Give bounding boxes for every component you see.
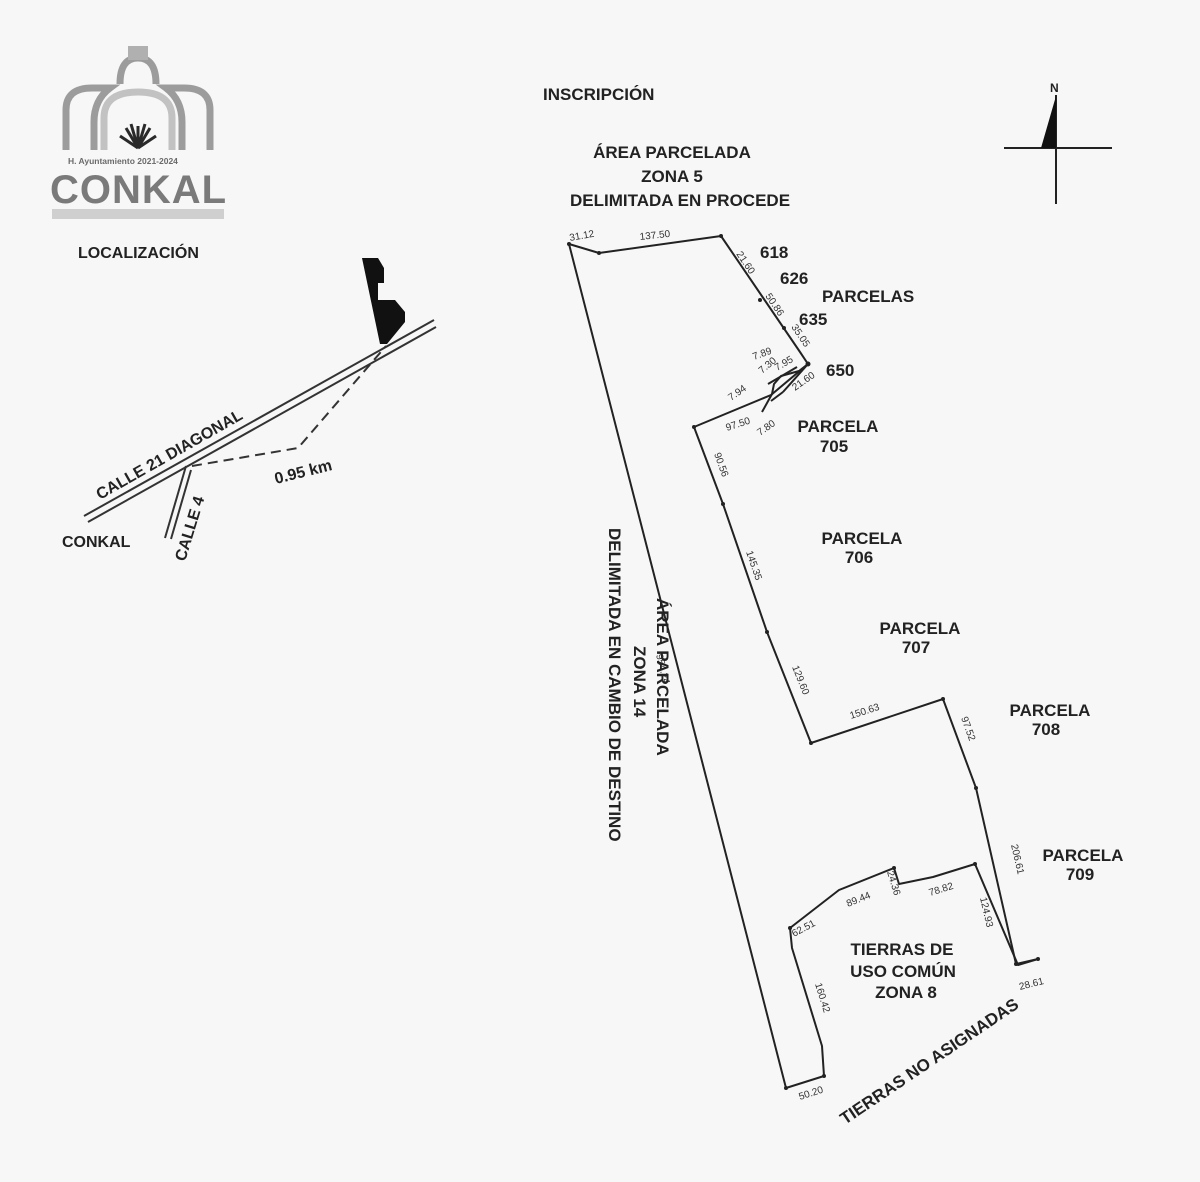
- north-arrow-icon: [1041, 96, 1056, 148]
- dim-150-63: 150.63: [849, 702, 882, 722]
- dim-21-60a: 21.60: [734, 250, 757, 277]
- dim-206-61: 206.61: [1008, 843, 1026, 876]
- parcel-707-label: PARCELA: [880, 619, 961, 638]
- parcelas-label: PARCELAS: [822, 287, 914, 306]
- parcel-708-label: PARCELA: [1010, 701, 1091, 720]
- zone14-line-2: ZONA 14: [630, 646, 649, 718]
- parcel-706-label: PARCELA: [822, 529, 903, 548]
- dim-28-61: 28.61: [1018, 976, 1045, 993]
- dim-97-52: 97.52: [958, 715, 977, 743]
- dim-97-50: 97.50: [725, 416, 753, 434]
- vertex-markers: [567, 234, 1040, 1090]
- label-calle-4: CALLE 4: [173, 494, 209, 563]
- parcel-709-label: PARCELA: [1043, 846, 1124, 865]
- location-title: LOCALIZACIÓN: [78, 243, 199, 262]
- label-distance: 0.95 km: [273, 457, 334, 488]
- parcel-707-number: 707: [902, 638, 930, 657]
- zone14-label: ÁREA PARCELADA ZONA 14 DELIMITADA EN CAM…: [605, 528, 672, 842]
- unassigned-land-label: TIERRAS NO ASIGNADAS: [837, 995, 1023, 1129]
- dim-160-42: 160.42: [812, 982, 832, 1015]
- route-path: [191, 345, 387, 467]
- label-town: CONKAL: [62, 534, 131, 551]
- conkal-logo: H. Ayuntamiento 2021-2024 CONKAL: [50, 46, 227, 219]
- common-line-2: USO COMÚN: [850, 962, 956, 981]
- dim-89-44: 89.44: [845, 890, 873, 910]
- dim-129-60: 129.60: [789, 664, 811, 697]
- dim-50-20: 50.20: [798, 1085, 826, 1103]
- calle-21-road: [83, 319, 437, 523]
- calle-4-road: [164, 465, 192, 540]
- parcel-635: 635: [799, 310, 827, 329]
- parcel-626: 626: [780, 269, 808, 288]
- location-sketch: LOCALIZACIÓN CALLE 21 DIAGONAL CALLE 4 C…: [62, 243, 437, 563]
- parcel-705-number: 705: [820, 437, 848, 456]
- parcel-706-number: 706: [845, 548, 873, 567]
- zone14-line-3: DELIMITADA EN CAMBIO DE DESTINO: [605, 528, 624, 842]
- common-line-3: ZONA 8: [875, 983, 937, 1002]
- parcel-618: 618: [760, 243, 788, 262]
- common-line-1: TIERRAS DE: [851, 940, 954, 959]
- dim-137-50: 137.50: [639, 229, 671, 243]
- north-arrow: N: [1004, 81, 1112, 204]
- parcel-708-number: 708: [1032, 720, 1060, 739]
- dim-62-51: 62.51: [790, 918, 818, 940]
- logo-emblem-icon: [62, 46, 214, 150]
- dim-124-93: 124.93: [977, 896, 995, 929]
- zone5-line-3: DELIMITADA EN PROCEDE: [570, 191, 790, 210]
- parcel-650: 650: [826, 361, 854, 380]
- parcel-705-label: PARCELA: [798, 417, 879, 436]
- dim-90-56: 90.56: [711, 451, 730, 479]
- logo-underline: [52, 209, 224, 219]
- henequen-icon: [119, 123, 157, 150]
- zone5-line-2: ZONA 5: [641, 167, 703, 186]
- dim-145-35: 145.35: [743, 549, 764, 582]
- dim-31-12: 31.12: [569, 229, 596, 244]
- north-label: N: [1050, 81, 1059, 95]
- zone14-line-1: ÁREA PARCELADA: [653, 598, 672, 756]
- label-calle-21: CALLE 21 DIAGONAL: [94, 407, 246, 504]
- dim-7-94: 7.94: [726, 383, 749, 403]
- parcel-number-labels: 618 626 635 650 PARCELAS: [760, 243, 914, 380]
- dim-7-80: 7.80: [755, 418, 778, 438]
- zone5-line-1: ÁREA PARCELADA: [593, 143, 751, 162]
- dim-50-86: 50.86: [763, 292, 786, 319]
- logo-name: CONKAL: [50, 168, 227, 212]
- zone5-label: ÁREA PARCELADA ZONA 5 DELIMITADA EN PROC…: [570, 143, 790, 210]
- plan-title: INSCRIPCIÓN: [543, 85, 654, 104]
- common-land-label: TIERRAS DE USO COMÚN ZONA 8: [850, 940, 956, 1002]
- logo-subtitle: H. Ayuntamiento 2021-2024: [68, 156, 178, 166]
- dim-78-82: 78.82: [928, 881, 956, 899]
- site-marker-icon: [362, 258, 405, 344]
- parcel-labels: PARCELA 705 PARCELA 706 PARCELA 707 PARC…: [798, 417, 1124, 884]
- dim-21-60b: 21.60: [790, 370, 817, 394]
- dim-24-36: 24.36: [884, 870, 902, 898]
- parcel-709-number: 709: [1066, 865, 1094, 884]
